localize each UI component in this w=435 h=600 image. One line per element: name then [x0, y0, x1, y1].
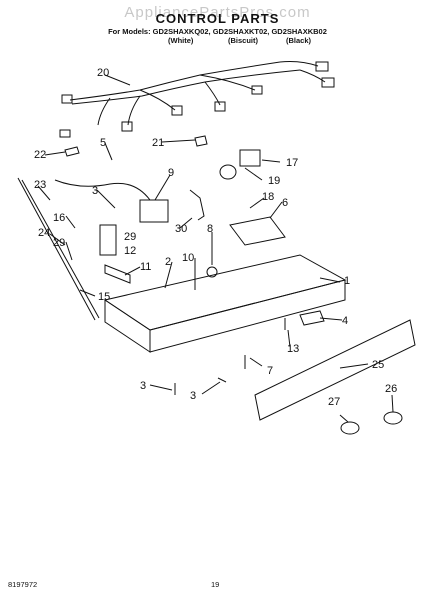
thermostat — [139, 199, 169, 223]
document-number: 8197972 — [8, 580, 38, 589]
callout-29-right: 29 — [124, 231, 136, 243]
clip-21 — [194, 135, 208, 147]
callout-7: 7 — [267, 365, 273, 377]
callout-6: 6 — [282, 197, 288, 209]
callout-labels: 20 21 22 5 17 9 23 3 19 18 6 16 30 8 24 … — [34, 67, 397, 408]
watermark: AppliancePartsPros.com — [124, 4, 311, 21]
shaft-11 — [104, 264, 131, 284]
knob-26 — [383, 411, 403, 425]
bracket-12 — [99, 224, 117, 256]
control-board — [229, 216, 286, 246]
callout-3-lower-mid: 3 — [190, 390, 196, 402]
callout-23: 23 — [34, 179, 46, 191]
callout-1: 1 — [344, 275, 350, 287]
callout-3: 3 — [92, 185, 98, 197]
callout-2: 2 — [165, 256, 171, 268]
model-list: For Models: GD2SHAXKQ02, GD2SHAXKT02, GD… — [108, 27, 327, 36]
color-label-black: (Black) — [286, 36, 312, 45]
callout-26: 26 — [385, 383, 397, 395]
callout-19: 19 — [268, 175, 280, 187]
callout-20: 20 — [97, 67, 109, 79]
wire-harness — [59, 61, 335, 138]
callout-21: 21 — [152, 137, 164, 149]
rod-23 — [17, 177, 96, 321]
callout-29-left: 29 — [53, 237, 65, 249]
callout-3-lower-left: 3 — [140, 380, 146, 392]
callout-22: 22 — [34, 149, 46, 161]
socket-harness — [189, 189, 205, 221]
callout-25: 25 — [372, 359, 384, 371]
lamp-socket — [239, 149, 261, 167]
callout-27: 27 — [328, 396, 340, 408]
color-label-white: (White) — [168, 36, 194, 45]
console-panel — [254, 319, 416, 421]
page-title: CONTROL PARTS — [155, 11, 280, 26]
callout-9: 9 — [168, 167, 174, 179]
callout-12: 12 — [124, 245, 136, 257]
callout-13: 13 — [287, 343, 299, 355]
part-8 — [206, 266, 218, 278]
knob-27 — [340, 421, 360, 435]
callout-10: 10 — [182, 252, 194, 264]
color-label-biscuit: (Biscuit) — [228, 36, 258, 45]
callout-4: 4 — [342, 315, 348, 327]
tube-5 — [54, 179, 151, 201]
callout-15: 15 — [98, 291, 110, 303]
screw-3b — [217, 377, 227, 383]
callout-5: 5 — [100, 137, 106, 149]
clip-22 — [64, 146, 80, 157]
lamp-bulb — [219, 164, 237, 180]
control-housing-front — [149, 279, 346, 353]
page-number: 19 — [211, 580, 220, 589]
callout-24: 24 — [38, 227, 50, 239]
callout-18: 18 — [262, 191, 274, 203]
part-4 — [299, 310, 325, 326]
callout-16: 16 — [53, 212, 65, 224]
callout-17: 17 — [286, 157, 298, 169]
callout-30: 30 — [175, 223, 187, 235]
callout-8: 8 — [207, 223, 213, 235]
callout-11: 11 — [140, 261, 151, 273]
